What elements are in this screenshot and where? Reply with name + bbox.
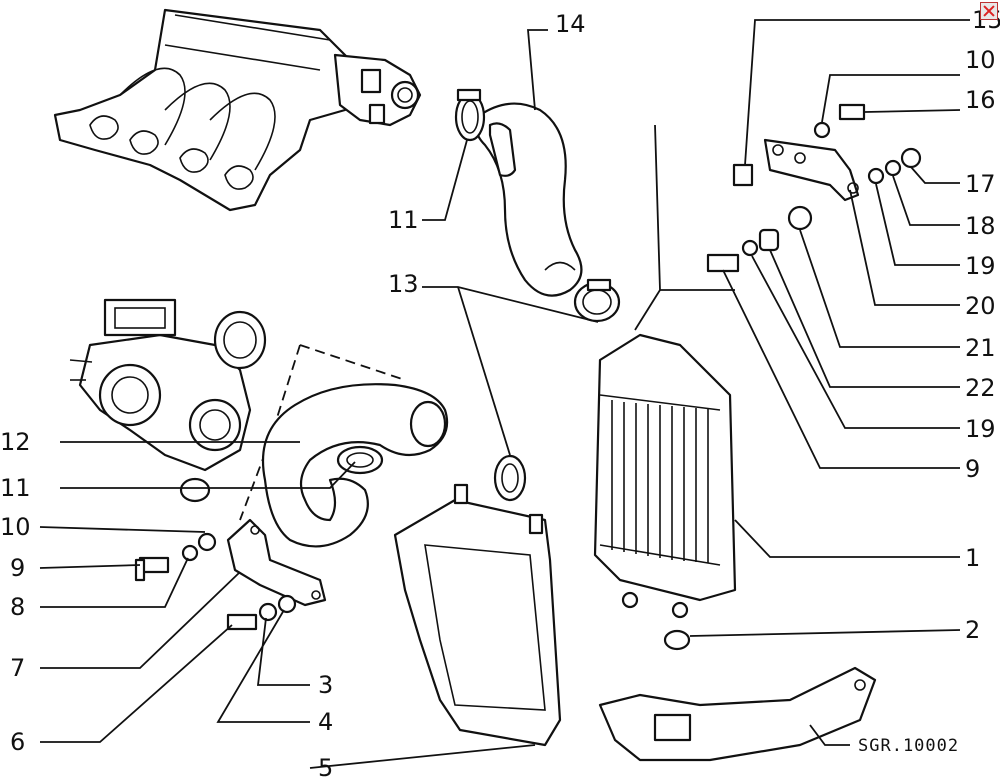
upper-hose bbox=[474, 102, 583, 297]
label-7: 7 bbox=[10, 654, 25, 682]
hose-clamp-middle bbox=[573, 278, 621, 323]
label-8: 8 bbox=[10, 593, 25, 621]
label-4: 4 bbox=[318, 708, 333, 736]
close-icon[interactable] bbox=[980, 2, 998, 20]
washer-19-upper bbox=[867, 167, 885, 185]
label-22: 22 bbox=[965, 374, 996, 402]
label-6: 6 bbox=[10, 728, 25, 756]
label-20: 20 bbox=[965, 292, 996, 320]
air-deflector bbox=[393, 483, 562, 747]
label-14: 14 bbox=[555, 10, 586, 38]
nut-17 bbox=[900, 147, 922, 169]
washer-18 bbox=[884, 159, 902, 177]
nut-21 bbox=[787, 205, 813, 231]
label-10-left: 10 bbox=[0, 513, 31, 541]
throttle-body bbox=[333, 53, 422, 127]
bolt-16 bbox=[838, 103, 866, 121]
turbocharger bbox=[69, 298, 267, 503]
label-21: 21 bbox=[965, 334, 996, 362]
bracket-upper bbox=[763, 138, 860, 202]
washer-4 bbox=[258, 602, 278, 622]
washer-8 bbox=[181, 544, 199, 562]
label-5: 5 bbox=[318, 754, 333, 781]
label-19-upper: 19 bbox=[965, 252, 996, 280]
bolt-9-right bbox=[706, 253, 740, 273]
support-cradle bbox=[598, 666, 877, 762]
label-18: 18 bbox=[965, 212, 996, 240]
lower-hose bbox=[261, 383, 449, 548]
washer-3 bbox=[277, 594, 297, 614]
mounting-bracket bbox=[226, 518, 327, 607]
label-13: 13 bbox=[388, 270, 419, 298]
label-17: 17 bbox=[965, 170, 996, 198]
clip-15 bbox=[732, 163, 754, 187]
label-11-upper: 11 bbox=[388, 206, 419, 234]
hose-clamp-lower-left bbox=[336, 445, 384, 475]
label-9-right: 9 bbox=[965, 455, 980, 483]
part-labels: 14 11 13 12 11 10 9 8 7 6 3 4 5 1 2 15 1… bbox=[0, 6, 1000, 781]
washer-22 bbox=[741, 239, 759, 257]
bolt-9-left bbox=[134, 556, 170, 582]
label-11-lower: 11 bbox=[0, 474, 31, 502]
intake-manifold bbox=[53, 8, 352, 212]
label-3: 3 bbox=[318, 671, 333, 699]
intercooler bbox=[593, 333, 737, 619]
nut-10-right bbox=[813, 121, 831, 139]
label-2: 2 bbox=[965, 616, 980, 644]
drain-plug bbox=[663, 629, 691, 651]
bolt-6 bbox=[226, 613, 258, 631]
label-9-left: 9 bbox=[10, 554, 25, 582]
label-16: 16 bbox=[965, 86, 996, 114]
label-19-lower: 19 bbox=[965, 415, 996, 443]
spacer-20 bbox=[758, 228, 780, 252]
label-12: 12 bbox=[0, 428, 31, 456]
drawing-code: SGR.10002 bbox=[858, 736, 959, 756]
leader-lines bbox=[39, 19, 970, 769]
label-10-right: 10 bbox=[965, 46, 996, 74]
hose-clamp-upper bbox=[454, 88, 486, 142]
nut-10-left bbox=[197, 532, 217, 552]
hose-clamp-lower-right bbox=[493, 454, 527, 502]
label-1: 1 bbox=[965, 544, 980, 572]
